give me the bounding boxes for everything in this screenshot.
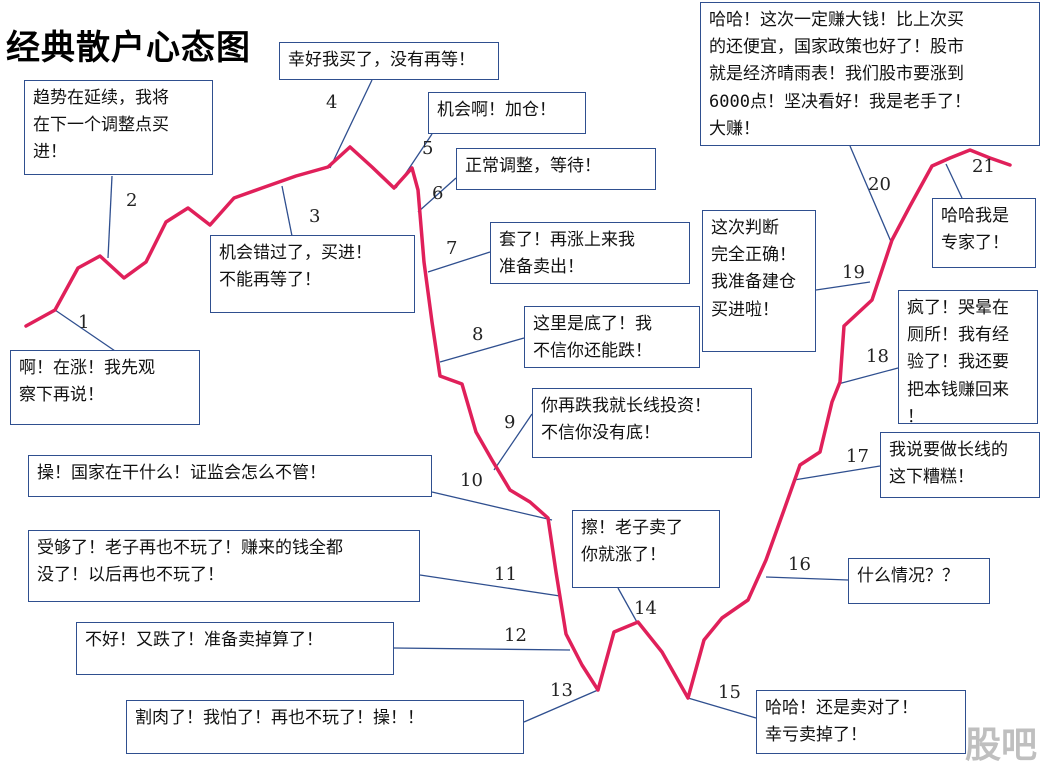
connector-line-14 (617, 587, 639, 625)
connector-line-8 (439, 337, 525, 363)
stage-number-16: 16 (788, 554, 811, 575)
stage-bubble-3: 机会错过了，买进！ 不能再等了！ (210, 235, 415, 313)
stage-number-11: 11 (494, 564, 517, 585)
stage-number-20: 20 (868, 174, 891, 195)
connector-line-16 (765, 576, 849, 581)
stage-bubble-8: 这里是底了！我 不信你还能跌！ (524, 306, 700, 368)
connector-line-9 (493, 413, 533, 471)
stage-bubble-4: 幸好我买了，没有再等！ (279, 42, 499, 80)
stage-number-14: 14 (634, 598, 657, 619)
connector-lines (54, 79, 963, 723)
stage-number-21: 21 (972, 156, 995, 177)
stage-bubble-21: 哈哈我是 专家了！ (932, 198, 1036, 268)
stage-number-18: 18 (866, 346, 889, 367)
stage-number-8: 8 (472, 324, 484, 345)
connector-line-20 (849, 145, 893, 245)
stage-number-4: 4 (326, 92, 338, 113)
stage-bubble-1: 啊！在涨！我先观 察下再说！ (10, 350, 200, 425)
connector-line-7 (427, 251, 491, 273)
connector-line-1 (54, 309, 119, 354)
stage-number-17: 17 (846, 446, 869, 467)
page-title: 经典散户心态图 (6, 28, 251, 68)
stage-bubble-16: 什么情况？？ (848, 558, 990, 604)
stage-bubble-9: 你再跌我就长线投资！ 不信你没有底！ (532, 388, 752, 458)
stage-bubble-15: 哈哈！还是卖对了！ 幸亏卖掉了！ (756, 690, 966, 754)
stage-number-6: 6 (432, 183, 444, 204)
watermark: 股吧 (964, 725, 1037, 766)
connector-line-4 (329, 79, 373, 169)
stage-bubble-6: 正常调整，等待！ (456, 148, 656, 190)
stage-number-5: 5 (422, 138, 434, 159)
stage-number-15: 15 (718, 682, 741, 703)
stage-number-12: 12 (504, 625, 527, 646)
stage-number-9: 9 (504, 412, 516, 433)
stage-number-10: 10 (460, 470, 483, 491)
stage-bubble-13: 割肉了！我怕了！再也不玩了！操！！ (126, 700, 524, 754)
stage-number-13: 13 (550, 680, 573, 701)
stage-bubble-19: 这次判断 完全正确！ 我准备建仓 买进啦！ (702, 210, 816, 352)
stage-number-1: 1 (78, 312, 90, 333)
stage-bubble-20: 哈哈！这次一定赚大钱！比上次买 的还便宜，国家政策也好了！股市 就是经济晴雨表！… (700, 2, 1040, 146)
connector-line-10 (431, 491, 553, 521)
connector-line-2 (107, 175, 113, 259)
stage-number-19: 19 (842, 262, 865, 283)
connector-line-11 (419, 574, 561, 597)
stage-number-2: 2 (126, 190, 138, 211)
connector-line-6 (417, 177, 457, 213)
connector-line-17 (793, 465, 881, 481)
stage-bubble-18: 疯了！哭晕在 厕所！我有经 验了！我还要 把本钱赚回来 ！ (898, 290, 1038, 427)
connector-line-13 (523, 689, 599, 723)
stage-number-3: 3 (309, 206, 321, 227)
stage-bubble-2: 趋势在延续，我将 在下一个调整点买 进！ (24, 80, 213, 175)
connector-line-15 (687, 697, 757, 719)
stage-bubble-14: 擦！老子卖了 你就涨了！ (572, 510, 720, 588)
price-curve (24, 145, 1012, 700)
stage-number-7: 7 (446, 238, 458, 259)
stage-bubble-10: 操！国家在干什么！证监会怎么不管！ (28, 455, 432, 497)
connector-line-12 (393, 647, 571, 651)
stage-bubble-12: 不好！又跌了！准备卖掉算了！ (76, 622, 394, 675)
connector-line-18 (837, 367, 899, 385)
connector-line-19 (815, 281, 871, 291)
connector-line-21 (945, 163, 963, 199)
stage-bubble-7: 套了！再涨上来我 准备卖出！ (490, 222, 690, 284)
stage-bubble-17: 我说要做长线的 这下糟糕！ (880, 432, 1040, 498)
stage-bubble-5: 机会啊！加仓！ (428, 92, 586, 134)
stage-bubble-11: 受够了！老子再也不玩了！赚来的钱全都 没了！以后再也不玩了！ (28, 530, 420, 602)
connector-line-3 (281, 185, 293, 237)
